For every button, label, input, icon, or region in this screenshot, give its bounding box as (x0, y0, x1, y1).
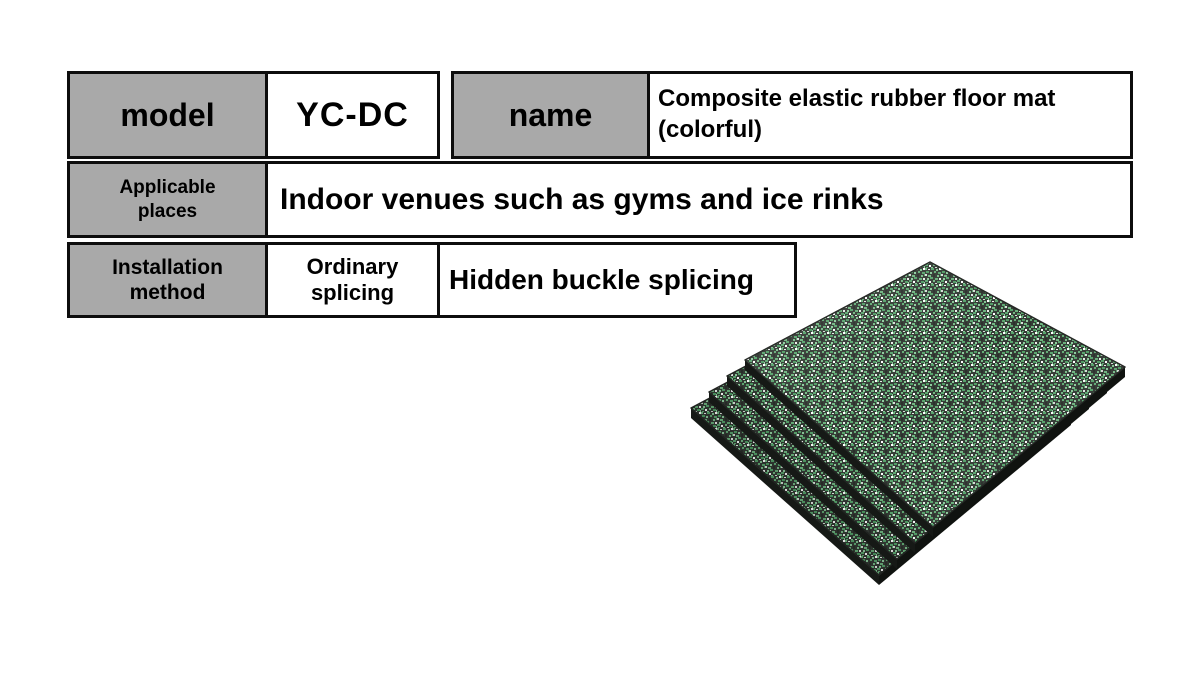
mat-tile-1 (744, 261, 1126, 537)
model-value-cell: YC-DC (296, 95, 409, 134)
model-label-cell: model (70, 74, 268, 156)
name-value-cell: Composite elastic rubber floor mat (colo… (658, 85, 1056, 143)
spec-row-name: name Composite elastic rubber floor mat … (451, 71, 1133, 159)
spec-row-model: model YC-DC (67, 71, 440, 159)
applicable-places-label-cell: Applicable places (70, 164, 268, 235)
rubber-mat-stack-image: Stack of four green speckled composite r… (690, 261, 1126, 585)
name-label-cell: name (454, 74, 650, 156)
applicable-places-value-cell: Indoor venues such as gyms and ice rinks (280, 182, 884, 216)
ordinary-splicing-cell: Ordinary splicing (268, 245, 440, 315)
hidden-buckle-splicing-cell: Hidden buckle splicing (449, 264, 754, 295)
installation-method-label-cell: Installation method (70, 245, 268, 315)
spec-row-installation-method: Installation method Ordinary splicing Hi… (67, 242, 797, 318)
spec-row-applicable-places: Applicable places Indoor venues such as … (67, 161, 1133, 238)
